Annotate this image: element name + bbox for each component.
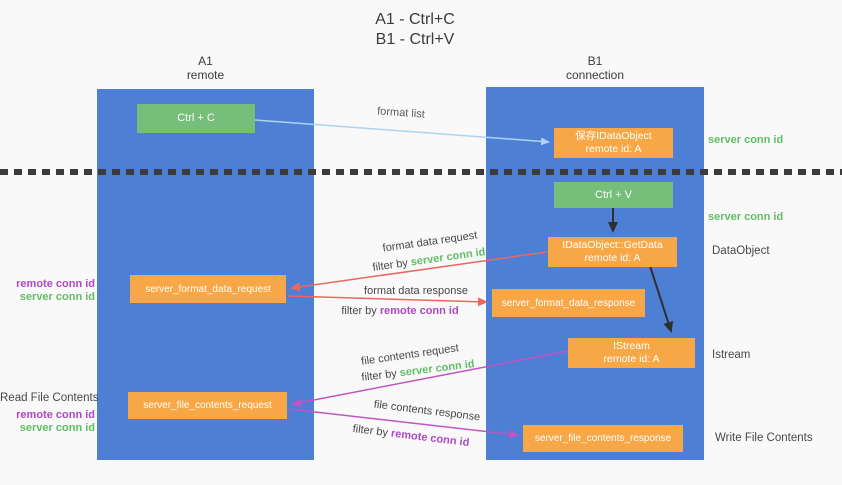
server-conn-id-label-left-2: server conn id: [19, 422, 95, 434]
lane-a1-title: A1: [198, 54, 213, 68]
filter-by-remote-conn-id-label-1: filter by remote conn id: [341, 305, 458, 317]
format-data-response-label: format data response: [364, 285, 468, 297]
istream-label: Istream: [712, 349, 751, 361]
node-idataobject-getdata: IDataObject::GetData remote id: A: [548, 237, 677, 267]
remote-conn-id-label-left-2: remote conn id: [16, 409, 95, 421]
dataobject-label: DataObject: [712, 245, 770, 257]
lane-b1-subtitle: connection: [565, 68, 625, 82]
remote-conn-id-label-left-1: remote conn id: [16, 278, 95, 290]
title-line-2: B1 - Ctrl+V: [375, 31, 455, 48]
node-getdata-line1: IDataObject::GetData: [562, 239, 663, 251]
read-file-contents-label: Read File Contents: [0, 392, 99, 404]
left-conn-id-pair-2: remote conn id server conn id: [0, 409, 95, 435]
remote-conn-id-inline-1: remote conn id: [379, 305, 459, 317]
node-server-file-contents-response: server_file_contents_response: [523, 425, 683, 452]
node-ctrl-v: Ctrl + V: [554, 182, 673, 208]
server-conn-id-inline-1: server conn id: [409, 246, 487, 269]
filter-by-text-4: filter by: [352, 422, 392, 440]
filter-by-remote-conn-id-label-2: filter by remote conn id: [352, 423, 470, 449]
node-save-idataobject: 保存IDataObject remote id: A: [554, 128, 673, 158]
lane-header-a1: A1 remote: [97, 54, 314, 82]
title-line-1: A1 - Ctrl+C: [375, 11, 455, 28]
node-save-idataobject-line2: remote id: A: [585, 143, 642, 155]
filter-by-text-3: filter by: [360, 367, 401, 384]
lane-a1-subtitle: remote: [186, 68, 225, 82]
node-istream-line1: IStream: [613, 340, 650, 352]
left-conn-id-pair-1: remote conn id server conn id: [0, 278, 95, 304]
node-istream: IStream remote id: A: [568, 338, 695, 368]
write-file-contents-label: Write File Contents: [715, 432, 813, 444]
node-save-idataobject-line1: 保存IDataObject: [575, 130, 652, 142]
server-conn-id-label-left-1: server conn id: [19, 291, 95, 303]
diagram-title: A1 - Ctrl+C B1 - Ctrl+V: [0, 10, 830, 50]
filter-by-text-2: filter by: [341, 305, 380, 317]
node-getdata-line2: remote id: A: [584, 252, 641, 264]
node-istream-line2: remote id: A: [603, 353, 660, 365]
remote-conn-id-inline-2: remote conn id: [390, 427, 470, 450]
node-ctrl-c: Ctrl + C: [137, 104, 255, 133]
server-conn-id-label-top-right: server conn id: [708, 134, 784, 146]
server-conn-id-inline-2: server conn id: [399, 358, 476, 380]
file-contents-response-label: file contents response: [373, 398, 481, 424]
node-server-format-data-response: server_format_data_response: [492, 289, 645, 317]
lane-header-b1: B1 connection: [486, 54, 704, 82]
format-list-label: format list: [376, 105, 426, 121]
server-conn-id-label-mid-right: server conn id: [708, 211, 784, 223]
node-server-format-data-request: server_format_data_request: [130, 275, 286, 303]
lane-b1-title: B1: [587, 54, 603, 68]
filter-by-text-1: filter by: [371, 256, 412, 274]
node-server-file-contents-request: server_file_contents_request: [128, 392, 287, 419]
